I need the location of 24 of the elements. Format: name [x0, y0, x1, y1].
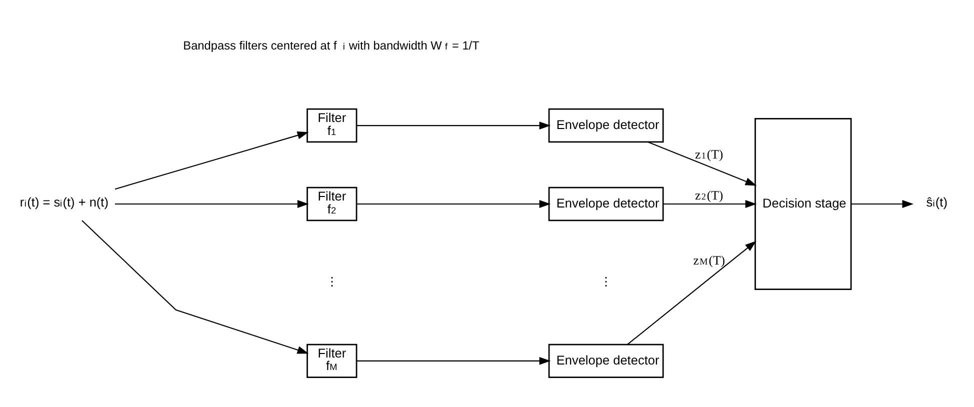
- node-box: Filter f2: [306, 186, 358, 221]
- arrow: [627, 240, 756, 344]
- arrow: [115, 200, 309, 208]
- arrow: [356, 200, 551, 208]
- edge-label: zM(T): [693, 252, 726, 267]
- label: ⋮: [600, 274, 612, 288]
- label: ⋮: [326, 274, 338, 288]
- arrow: [82, 220, 309, 354]
- node-text: ŝi(t): [926, 194, 948, 209]
- arrow: [648, 140, 757, 186]
- edge-label: z2(T): [695, 188, 724, 202]
- edge-label: z1(T): [695, 147, 724, 162]
- arrow: [356, 356, 551, 364]
- node-box: Filter f1: [306, 108, 358, 142]
- node-box: Envelope detector: [548, 108, 664, 142]
- node-box: Filter fM: [306, 343, 358, 378]
- arrow: [356, 121, 551, 129]
- node-text: ri(t) = si(t) + n(t): [20, 194, 108, 209]
- arrow: [663, 200, 757, 208]
- node-box: Decision stage: [754, 118, 852, 290]
- arrow: [851, 200, 914, 208]
- node-box: Envelope detector: [548, 186, 664, 221]
- arrow: [114, 131, 309, 190]
- node-box: Envelope detector: [548, 343, 664, 378]
